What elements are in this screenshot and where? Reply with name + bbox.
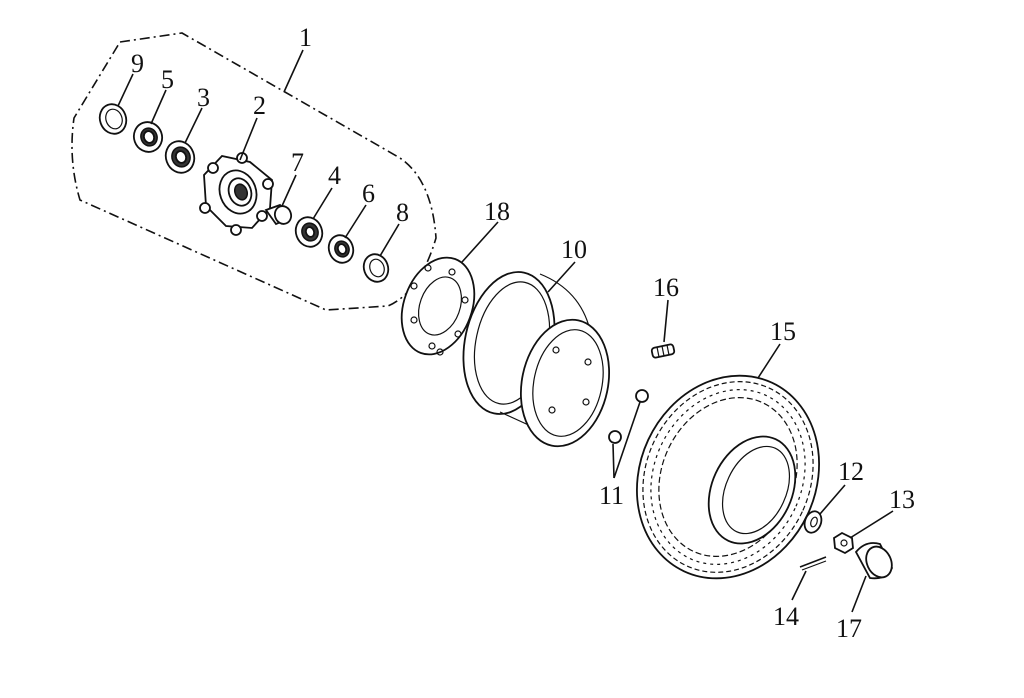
callout-10: 10: [561, 235, 587, 264]
callout-16: 16: [653, 273, 679, 302]
callout-13: 13: [889, 485, 915, 514]
callout-8: 8: [396, 198, 409, 227]
callout-5: 5: [161, 65, 174, 94]
part-15-tire: [636, 374, 820, 580]
part-9-seal: [98, 103, 128, 135]
part-6-washer: [327, 234, 355, 264]
part-11-bolts: [608, 389, 649, 444]
callout-2: 2: [253, 91, 266, 120]
part-10-rim: [462, 271, 611, 448]
part-4-bearing: [294, 216, 324, 248]
hub-assembly-outline: [71, 32, 437, 311]
callout-17: 17: [836, 614, 862, 643]
callout-4: 4: [328, 161, 341, 190]
callout-7: 7: [291, 148, 304, 177]
callout-11: 11: [599, 481, 624, 510]
part-16-valve: [650, 343, 676, 359]
part-12-washer: [803, 510, 823, 534]
part-7-spacer: [264, 203, 293, 226]
part-3-bearing: [164, 140, 196, 174]
callout-15: 15: [770, 317, 796, 346]
part-5-bearing: [132, 121, 164, 153]
part-8-seal: [362, 253, 390, 283]
part-18-brake-disc: [400, 256, 476, 356]
part-17-cap: [854, 542, 894, 580]
callout-18: 18: [484, 197, 510, 226]
leader-lines: [117, 49, 894, 613]
part-2-hub: [199, 152, 274, 236]
callout-9: 9: [131, 49, 144, 78]
callout-12: 12: [838, 457, 864, 486]
part-13-nut: [833, 531, 854, 555]
callout-3: 3: [197, 83, 210, 112]
callout-14: 14: [773, 602, 799, 631]
callout-6: 6: [362, 179, 375, 208]
part-14-cotter-pin: [799, 556, 827, 571]
callout-1: 1: [299, 23, 312, 52]
